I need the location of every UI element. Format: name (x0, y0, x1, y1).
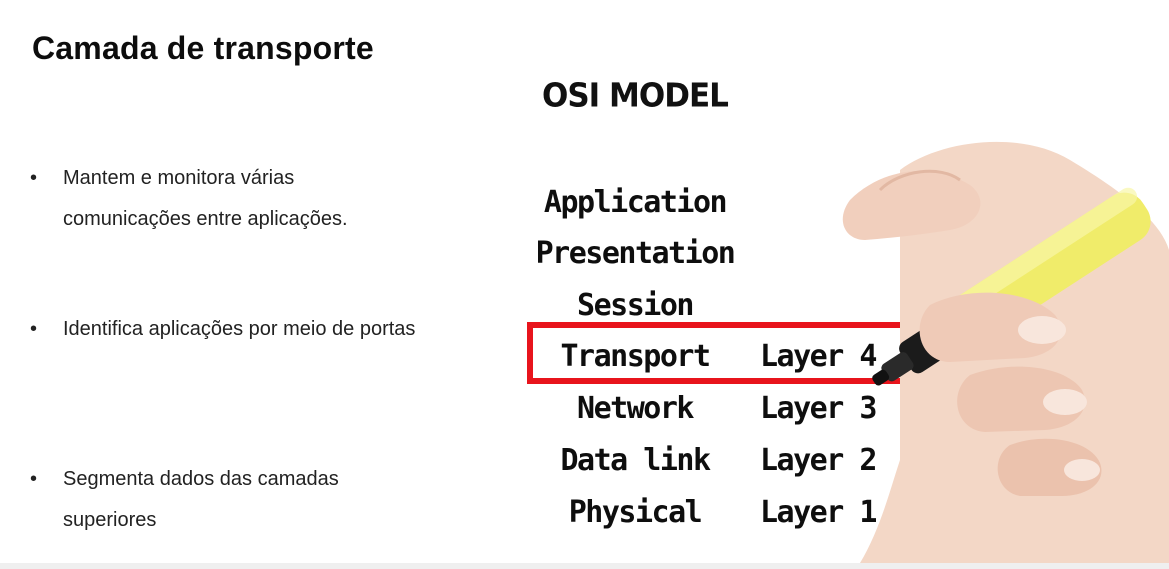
layer-transport: Transport (560, 339, 711, 374)
bullet-item: • Segmenta dados das camadas superiores (30, 459, 430, 541)
layer-number-1: Layer 1 (760, 495, 877, 530)
bullet-item: • Mantem e monitora várias comunicações … (30, 158, 430, 240)
bullet-text: Identifica aplicações por meio de portas (63, 318, 416, 340)
bullet-marker: • (30, 468, 38, 490)
bullet-text: Segmenta dados das camadas superiores (63, 468, 339, 531)
layer-application: Application (543, 185, 728, 220)
bullet-marker: • (30, 167, 38, 189)
layer-presentation: Presentation (535, 236, 736, 271)
hand-holding-marker-icon (842, 141, 1169, 563)
layer-session: Session (577, 288, 694, 323)
layer-number-2: Layer 2 (760, 443, 877, 478)
layer-number-3: Layer 3 (760, 391, 877, 426)
layer-physical: Physical (568, 495, 703, 530)
bullet-item: • Identifica aplicações por meio de port… (30, 309, 430, 350)
page-title: Camada de transporte (32, 30, 374, 66)
bullet-text: Mantem e monitora várias comunicações en… (63, 167, 348, 230)
bullet-marker: • (30, 318, 38, 340)
osi-model-heading: OSI MODEL (542, 77, 729, 115)
layer-network: Network (577, 391, 694, 426)
bottom-strip (0, 563, 1169, 569)
layer-number-4: Layer 4 (760, 339, 877, 374)
layer-data-link: Data link (560, 443, 711, 478)
